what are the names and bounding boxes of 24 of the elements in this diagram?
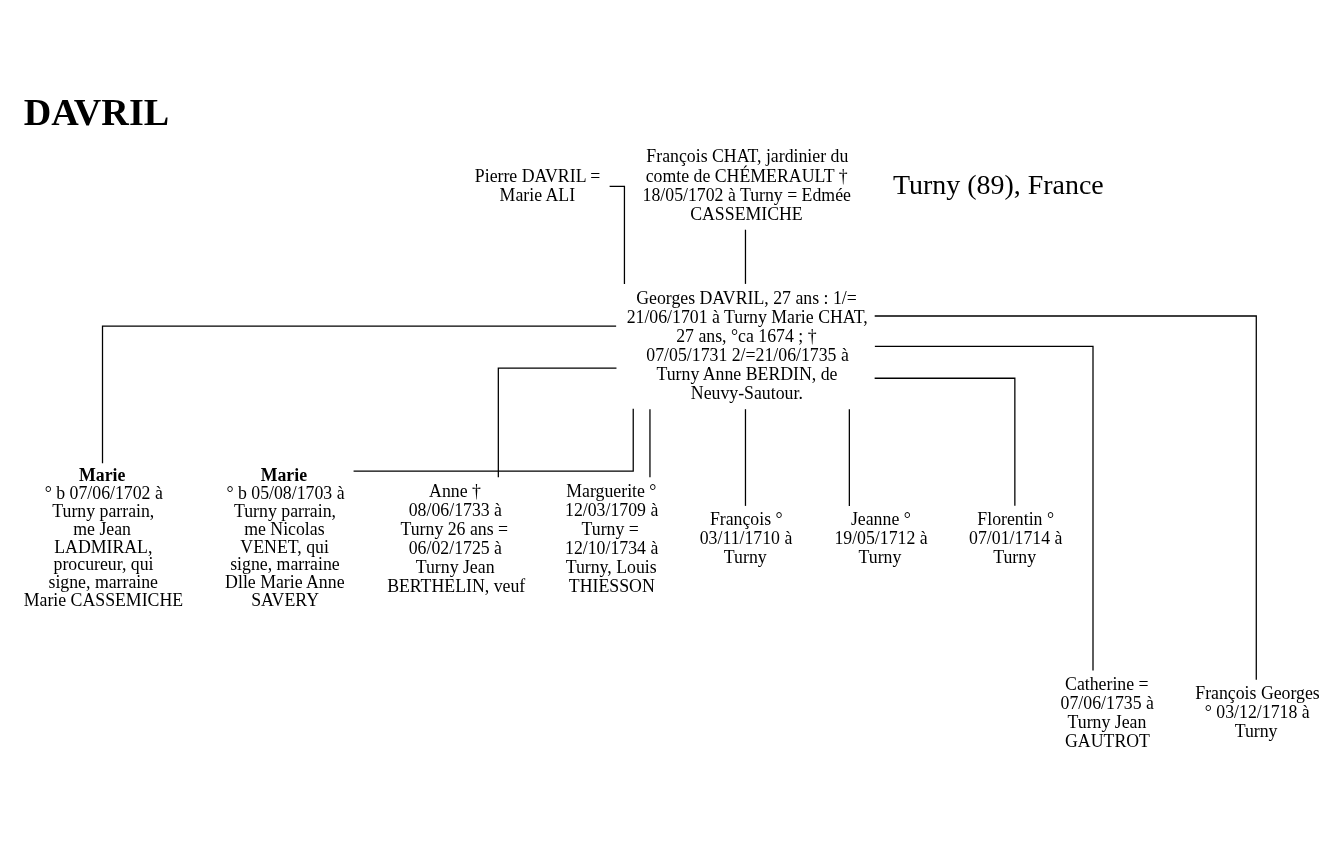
label: Turny (89), France [892, 168, 1104, 199]
connector [101, 325, 617, 464]
node-text: François CHAT, jardinier du comte de CHÉMERAULT † 18/05/1702 à Turny = Edmée CASSEMICHE [642, 145, 851, 224]
node-text: Catherine = 07/06/1735 à Turny Jean GAUTROT [1060, 673, 1154, 751]
node-text: Jeanne ° 19/05/1712 à Turny [834, 508, 928, 567]
connector [744, 408, 747, 507]
connector [352, 407, 634, 472]
connector [874, 314, 1257, 680]
node-text: Marie ° b 05/08/1703 à Turny parrain, me Nicolas VENET, qui signe, marraine Dlle Marie Anne SAVERY [225, 464, 345, 610]
node-text: Florentin ° 07/01/1714 à Turny [969, 508, 1063, 567]
connector [497, 366, 618, 478]
node-text: Georges DAVRIL, 27 ans : 1/= 21/06/1701 à Turny Marie CHAT, 27 ans, °ca 1674 ; † 07/05/1731 2/=21/06/1735 à Turny Anne BERDIN, de Neuvy-Sautour. [626, 287, 868, 403]
node-text: Pierre DAVRIL = Marie ALI [474, 165, 601, 205]
connector [874, 345, 1094, 671]
node-text: Marguerite ° 12/03/1709 à Turny = 12/10/1734 à Turny, Louis THIESSON [565, 480, 659, 596]
node-text: François ° 03/11/1710 à Turny [699, 508, 793, 567]
node-text: François Georges ° 03/12/1718 à Turny [1195, 682, 1320, 741]
connector [848, 408, 850, 507]
node-text: Anne † 08/06/1733 à Turny 26 ans = 06/02/1725 à Turny Jean BERTHELIN, veuf [387, 480, 526, 596]
diagram-title: DAVRIL [23, 90, 170, 133]
connector [649, 408, 651, 478]
node-text: Marie ° b 07/06/1702 à Turny parrain, me Jean LADMIRAL, procureur, qui signe, marraine Marie CASSEMICHE [23, 464, 184, 610]
connector [874, 377, 1016, 506]
connector [744, 228, 747, 285]
